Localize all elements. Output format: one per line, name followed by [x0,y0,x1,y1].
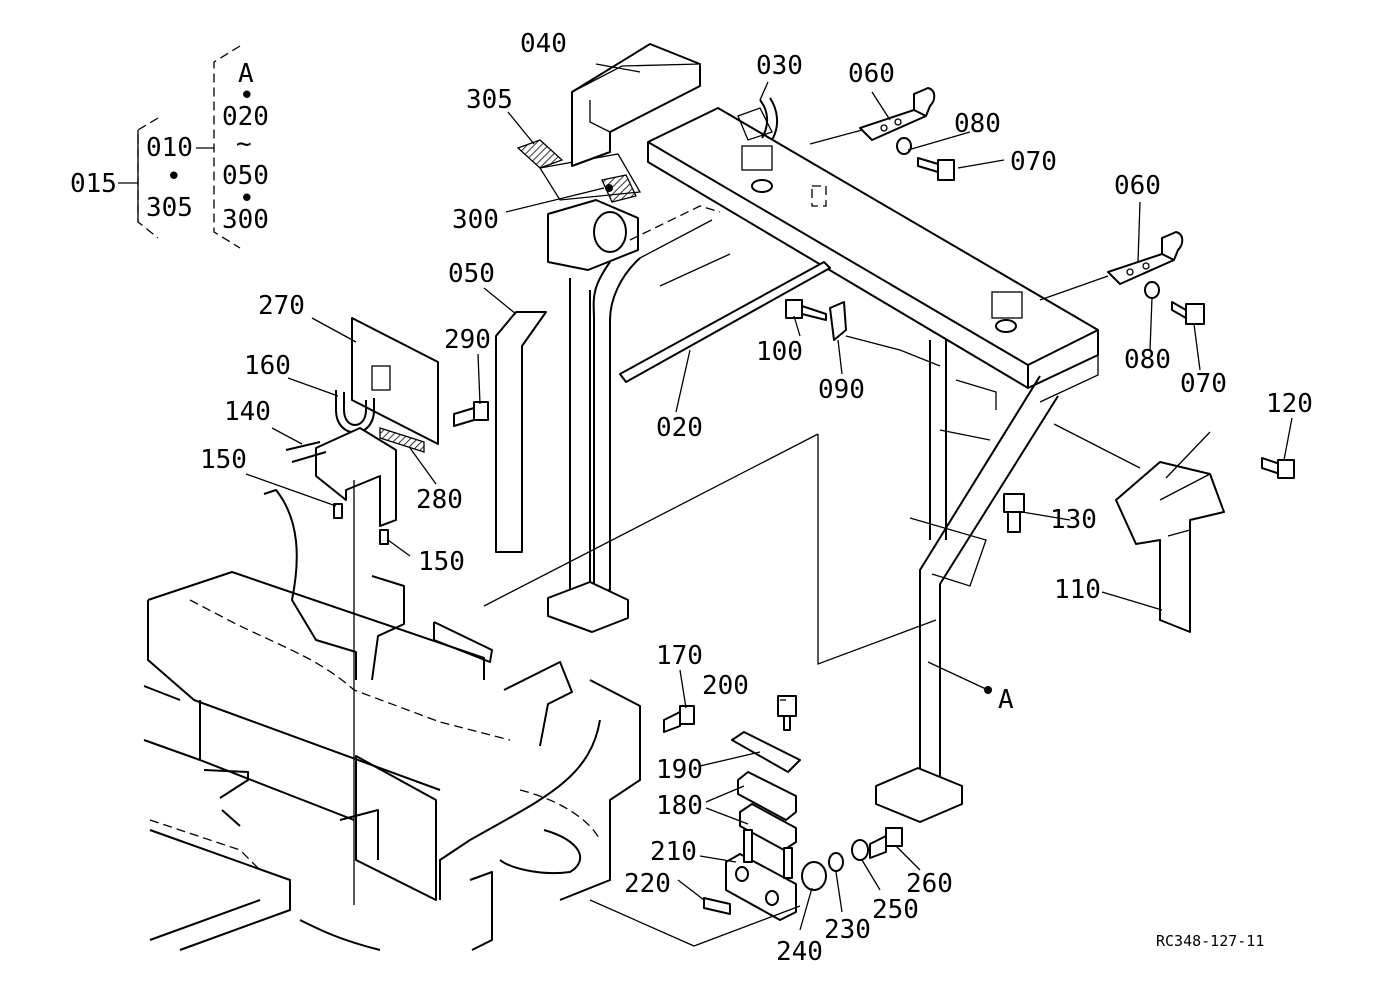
part-100-bolt [785,299,827,321]
callout-140: 140 [224,397,271,427]
callout-120: 120 [1266,389,1313,419]
bracket-under-panel [315,427,397,527]
callout-170: 170 [656,641,703,671]
tree-l1-2: 305 [146,193,193,223]
chassis-frame [143,489,641,951]
callout-210: 210 [650,837,697,867]
callout-090: 090 [818,375,865,405]
part-170-bolt [663,705,695,733]
callout-200: 200 [702,671,749,701]
part-220-pad [703,897,731,915]
tree-l2-0: A [238,59,254,89]
callout-A: A [998,685,1014,715]
part-070-bolt-b [1171,301,1205,325]
tree-l2-1: • [239,81,255,111]
part-190-plate [731,731,801,773]
part-120-bolt [1261,457,1295,479]
callout-190: 190 [656,755,703,785]
tree-l2-5: • [239,184,255,214]
rear-frame-right [875,340,1059,823]
part-250-washer [851,839,869,861]
callout-270: 270 [258,291,305,321]
part-060-bracket-a [859,87,936,141]
part-290-bolt [453,401,489,427]
tree-l2-2: 020 [222,102,269,132]
callout-290: 290 [444,325,491,355]
part-060-bracket-b [1107,231,1184,285]
part-020-rod [619,261,831,383]
part-110-bracket [1115,461,1225,633]
part-230-spacer [828,852,844,872]
callout-060-b: 060 [1114,171,1161,201]
callout-130: 130 [1050,505,1097,535]
tree-l2-3: ~ [236,129,252,159]
part-150-clip-b [379,529,389,545]
part-140-clip [285,441,327,463]
part-150-clip-a [333,503,343,519]
marker-dot [605,184,613,192]
callout-300: 300 [452,205,499,235]
part-270-panel [351,317,439,445]
part-200-bolt [777,695,797,731]
part-300-strip [601,174,637,203]
callout-080-b: 080 [1124,345,1171,375]
assembly-tree: 015 010 • 305 A • 020 ~ 050 • 300 [70,45,269,249]
callout-150-b: 150 [418,547,465,577]
callout-160: 160 [244,351,291,381]
tree-l2-6: 300 [222,205,269,235]
callout-180: 180 [656,791,703,821]
callout-110: 110 [1054,575,1101,605]
callout-070-b: 070 [1180,369,1227,399]
top-crossbeam [647,107,1099,403]
part-050-post [495,311,547,553]
part-305-strip [516,139,564,169]
part-240-bushing [801,861,827,891]
callout-070-a: 070 [1010,147,1057,177]
callout-240: 240 [776,937,823,967]
callout-260: 260 [906,869,953,899]
part-080-washer-b [1144,281,1160,299]
callout-050: 050 [448,259,495,289]
callout-280: 280 [416,485,463,515]
part-180-clamp-lower [739,803,797,851]
callout-leaders [245,63,1293,931]
callout-220: 220 [624,869,671,899]
part-180-clamp [737,771,797,821]
callout-030: 030 [756,51,803,81]
part-040-handle [571,43,701,167]
callout-080-a: 080 [954,109,1001,139]
callout-labels: 040 030 060 080 070 305 300 060 050 270 … [200,29,1313,967]
tree-l1-0: 010 [146,133,193,163]
rear-frame-left [547,199,731,633]
callout-230: 230 [824,915,871,945]
callout-040: 040 [520,29,567,59]
callout-150-a: 150 [200,445,247,475]
part-070-bolt-a [917,157,955,181]
tree-l1-1: • [166,162,182,192]
callout-305: 305 [466,85,513,115]
part-080-washer-a [896,137,912,155]
part-260-bolt [869,827,903,859]
callout-250: 250 [872,895,919,925]
callout-020: 020 [656,413,703,443]
part-210-hinge-block [725,829,797,921]
part-090-bracket [829,301,847,341]
callout-060-a: 060 [848,59,895,89]
callout-100: 100 [756,337,803,367]
drawing-reference-code: RC348-127-11 [1156,932,1264,950]
part-280-plate [379,427,425,453]
tree-root: 015 [70,169,117,199]
part-130-bolt [1003,493,1025,533]
tree-l2-4: 050 [222,161,269,191]
